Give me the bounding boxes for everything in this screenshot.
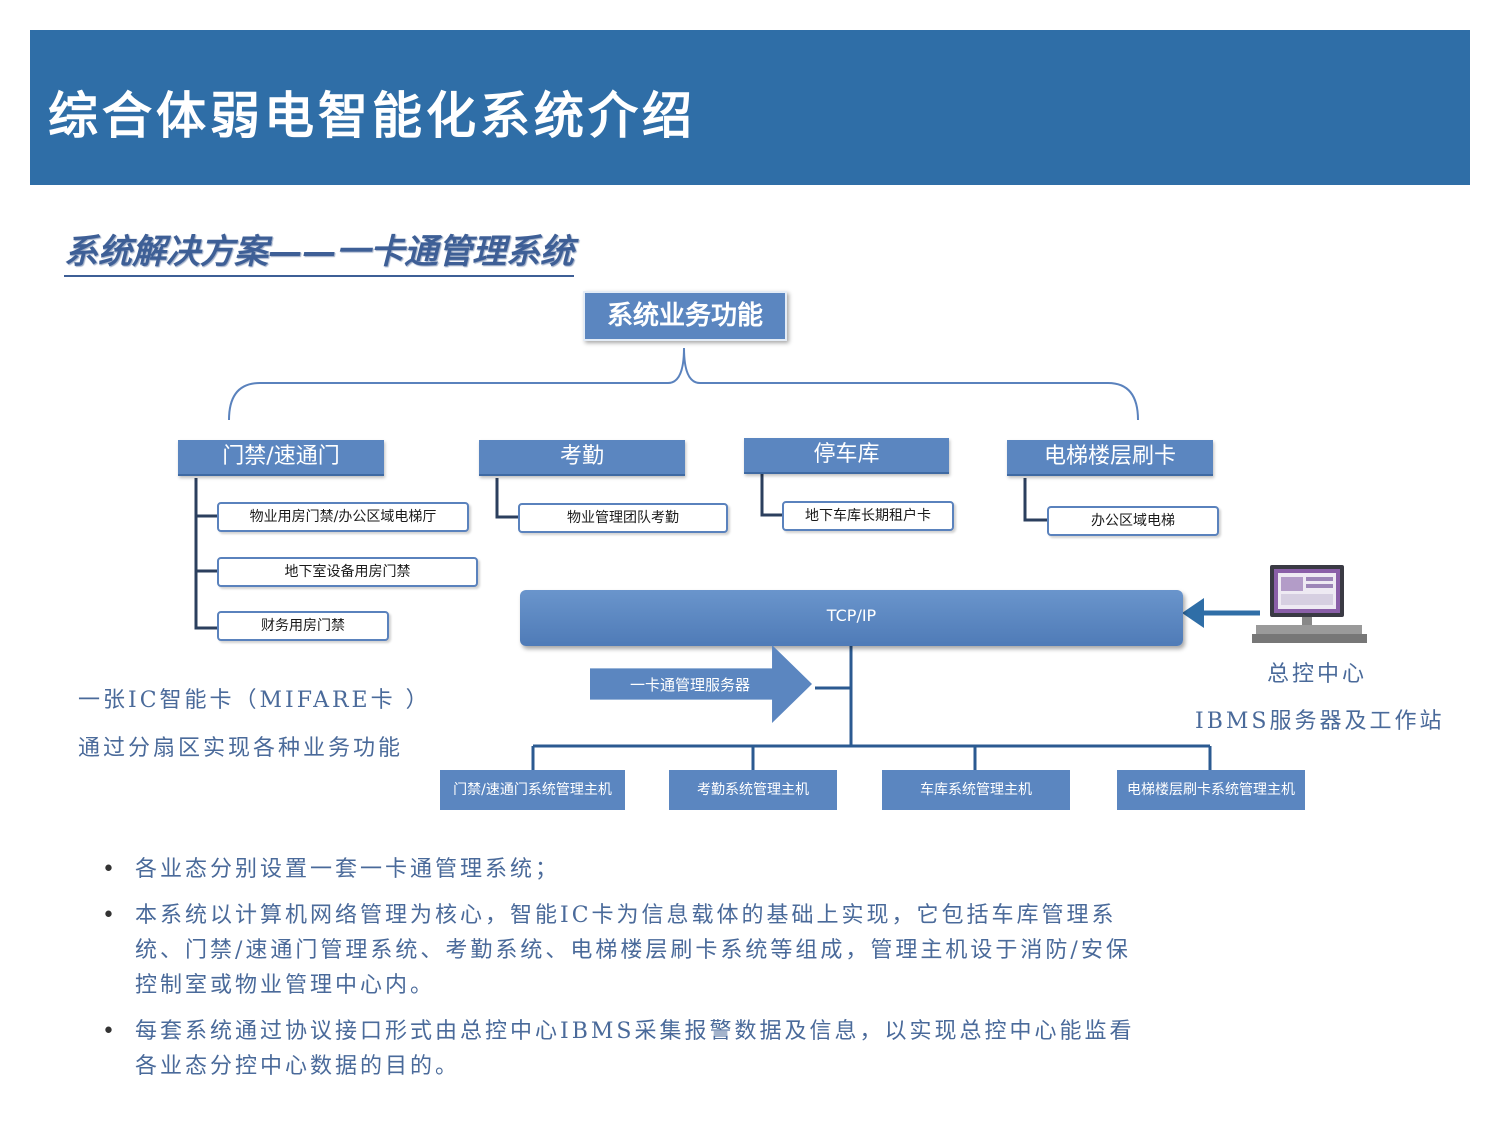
category-access-control: 门禁/速通门 bbox=[178, 440, 384, 476]
host-parking: 车库系统管理主机 bbox=[882, 770, 1070, 810]
category-attendance: 考勤 bbox=[479, 440, 685, 476]
ic-card-note-line-1: 一张IC智能卡（MIFARE卡 ） bbox=[78, 688, 431, 713]
item-basement-access: 地下室设备用房门禁 bbox=[217, 557, 478, 587]
root-function-box: 系统业务功能 bbox=[583, 291, 787, 341]
bullet-item: 各业态分别设置一套一卡通管理系统； bbox=[100, 852, 1140, 887]
item-office-elevator: 办公区域电梯 bbox=[1047, 506, 1219, 536]
slide-header: 综合体弱电智能化系统介绍 bbox=[30, 30, 1470, 185]
bullet-item: 本系统以计算机网络管理为核心，智能IC卡为信息载体的基础上实现，它包括车库管理系… bbox=[100, 898, 1140, 1003]
control-center-subtitle: IBMS服务器及工作站 bbox=[1195, 709, 1445, 734]
section-subtitle: 系统解决方案——一卡通管理系统 bbox=[64, 224, 574, 277]
ic-card-note-line-2: 通过分扇区实现各种业务功能 bbox=[78, 736, 404, 761]
host-elevator: 电梯楼层刷卡系统管理主机 bbox=[1117, 770, 1305, 810]
bullet-list: 各业态分别设置一套一卡通管理系统； 本系统以计算机网络管理为核心，智能IC卡为信… bbox=[100, 852, 1140, 1095]
tree-line-access bbox=[194, 478, 217, 630]
item-office-access: 物业用房门禁/办公区域电梯厅 bbox=[217, 502, 469, 532]
item-finance-access: 财务用房门禁 bbox=[217, 611, 389, 641]
host-access-control: 门禁/速通门系统管理主机 bbox=[440, 770, 625, 810]
tree-line-parking bbox=[760, 474, 782, 517]
category-elevator: 电梯楼层刷卡 bbox=[1007, 440, 1213, 476]
card-server-label: 一卡通管理服务器 bbox=[629, 676, 750, 694]
workstation-computer-icon bbox=[1252, 565, 1367, 643]
control-center-title: 总控中心 bbox=[1267, 662, 1368, 687]
control-arrow bbox=[1182, 598, 1260, 628]
slide-title: 综合体弱电智能化系统介绍 bbox=[48, 86, 696, 145]
tree-line-attendance bbox=[495, 478, 518, 519]
bullet-item: 每套系统通过协议接口形式由总控中心IBMS采集报警数据及信息，以实现总控中心能监… bbox=[100, 1014, 1140, 1084]
item-team-attendance: 物业管理团队考勤 bbox=[518, 503, 728, 533]
host-attendance: 考勤系统管理主机 bbox=[669, 770, 837, 810]
tcp-ip-network-bar: TCP/IP bbox=[520, 590, 1183, 646]
item-tenant-parking-card: 地下车库长期租户卡 bbox=[782, 501, 954, 531]
host-bus-line bbox=[531, 744, 1212, 770]
brace-connector bbox=[228, 347, 1139, 421]
tree-line-elevator bbox=[1023, 478, 1047, 522]
category-parking: 停车库 bbox=[744, 438, 949, 474]
